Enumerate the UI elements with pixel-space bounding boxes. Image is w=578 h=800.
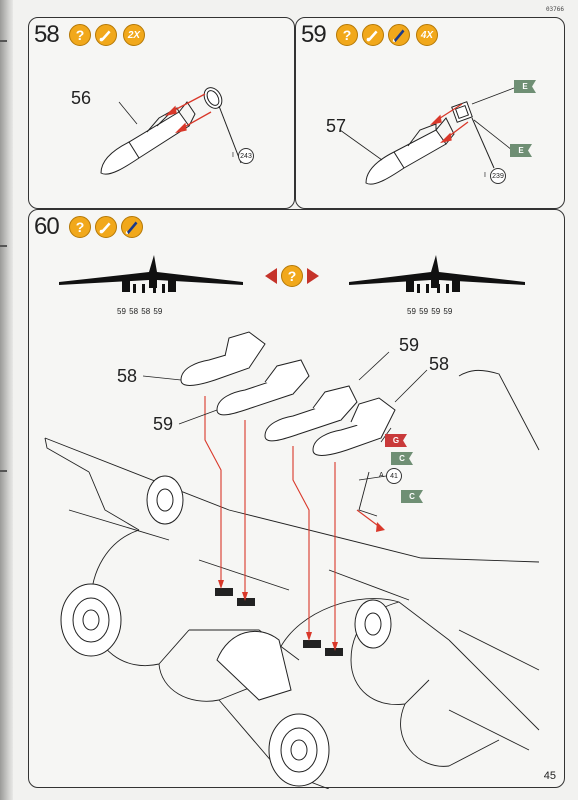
paint-brush-icon <box>388 24 410 46</box>
bomb-assembly-drawing <box>339 87 515 185</box>
quantity-badge: 2X <box>123 24 145 46</box>
paint-brush-icon <box>121 216 143 238</box>
decal-flag-e: E <box>510 144 532 157</box>
sprue-letter: A <box>379 472 384 479</box>
glue-icon <box>95 216 117 238</box>
bomb-assembly-drawing <box>100 87 242 175</box>
sprue-part-circle: 41 <box>386 468 402 484</box>
decal-flag-c: C <box>401 490 423 503</box>
quantity-badge: 4X <box>416 24 438 46</box>
position-label: 58 <box>129 307 139 316</box>
binding-spine <box>0 0 13 800</box>
glue-icon <box>362 24 384 46</box>
help-icon: ? <box>336 24 358 46</box>
step-58-panel: 58 ? 2X 56 I 243 <box>28 17 295 209</box>
help-icon: ? <box>69 216 91 238</box>
decal-flag-e: E <box>514 80 536 93</box>
position-label: 59 <box>443 307 453 316</box>
sprue-letter: I <box>484 172 486 179</box>
step-number: 60 <box>34 213 60 240</box>
spine-mark <box>0 40 7 42</box>
sprue-part-circle: 239 <box>490 168 506 184</box>
position-label: 59 <box>407 307 416 316</box>
choice-help-icon: ? <box>281 265 303 287</box>
position-label: 58 <box>141 307 151 316</box>
glue-icon <box>95 24 117 46</box>
step-number: 59 <box>301 21 327 48</box>
step-59-panel: 59 ? 4X <box>295 17 565 209</box>
aircraft-wing-drawing <box>44 255 540 789</box>
part-number-56: 56 <box>71 88 92 108</box>
document-code: 03766 <box>545 6 564 13</box>
position-label: 59 <box>153 307 163 316</box>
sprue-letter: I <box>232 152 234 159</box>
decal-flag-g: G <box>385 434 407 447</box>
part-number-57: 57 <box>326 116 347 136</box>
position-label: 59 <box>419 307 429 316</box>
position-label: 59 <box>117 307 126 316</box>
part-number-59: 59 <box>153 414 174 434</box>
left-position-labels: 59 58 58 59 <box>117 307 162 316</box>
position-label: 59 <box>431 307 441 316</box>
spine-mark <box>0 245 7 247</box>
right-position-labels: 59 59 59 59 <box>407 307 452 316</box>
part-number-58: 58 <box>429 354 450 374</box>
part-number-58: 58 <box>117 366 138 386</box>
step-number: 58 <box>34 21 60 48</box>
step-60-panel: 60 ? <box>28 209 565 789</box>
sprue-part-circle: 243 <box>238 148 254 164</box>
part-number-59: 59 <box>399 335 420 355</box>
spine-mark <box>0 470 7 472</box>
decal-flag-c: C <box>391 452 413 465</box>
page-number: 45 <box>543 770 556 782</box>
help-icon: ? <box>69 24 91 46</box>
